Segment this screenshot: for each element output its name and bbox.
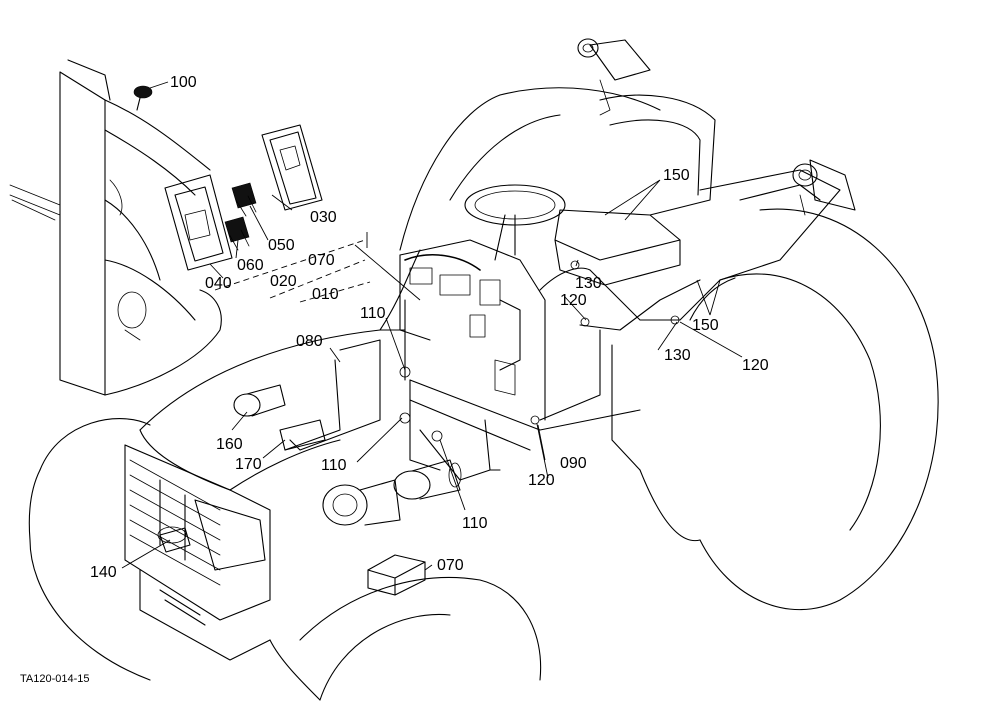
rear-fender-right (699, 169, 841, 281)
clamp-110-a (399, 366, 411, 378)
figure-code: TA120-014-15 (20, 673, 90, 685)
front-grille (124, 444, 271, 661)
fuse-060 (224, 216, 250, 251)
callout-090: 090 (560, 455, 587, 472)
horn-170 (279, 419, 326, 451)
callout-150-b: 150 (692, 317, 719, 334)
callout-130-b: 130 (664, 347, 691, 364)
callout-110-a: 110 (360, 305, 386, 322)
clamp-120-b (580, 317, 590, 327)
clamp-110-b (399, 412, 411, 424)
steering-wheel (464, 184, 566, 261)
seat (554, 94, 716, 286)
clamp-110-c (431, 430, 443, 442)
leader-lines (121, 81, 743, 571)
callout-070-b: 070 (437, 557, 464, 574)
relay-160 (233, 384, 286, 417)
callout-060: 060 (237, 257, 264, 274)
fuse-box-cover (261, 124, 323, 211)
bolt-100 (133, 85, 153, 111)
callout-110-b: 110 (321, 457, 347, 474)
callout-080: 080 (296, 333, 323, 350)
alternator (322, 479, 401, 526)
clamp-120-c (530, 415, 540, 425)
fuse-box-base (164, 174, 233, 271)
callout-100: 100 (170, 74, 197, 91)
rear-wheel (611, 208, 939, 611)
callout-110-c: 110 (462, 515, 488, 532)
callout-140: 140 (90, 564, 117, 581)
callout-010: 010 (312, 286, 339, 303)
clamp-130-a (570, 260, 580, 270)
callout-120-a: 120 (560, 292, 587, 309)
front-wheel-left (28, 418, 151, 681)
starter-motor (393, 459, 462, 500)
battery-070 (367, 554, 426, 596)
rear-light-right (792, 159, 856, 216)
front-wheel-right (269, 577, 542, 701)
instrument-panel (399, 239, 546, 421)
callout-130-a: 130 (575, 275, 602, 292)
connector-140 (159, 527, 191, 553)
clamp-130-b (670, 315, 680, 325)
callout-020: 020 (270, 273, 297, 290)
callouts: 100 030 050 060 040 070 020 010 110 080 … (90, 74, 769, 581)
rear-fender-left (399, 87, 661, 251)
fuse-050 (231, 182, 257, 217)
callout-050: 050 (268, 237, 295, 254)
callout-040: 040 (205, 275, 232, 292)
callout-150-a: 150 (663, 167, 690, 184)
callout-120-c: 120 (528, 472, 555, 489)
callout-170: 170 (235, 456, 262, 473)
callout-070-a: 070 (308, 252, 335, 269)
callout-160: 160 (216, 436, 243, 453)
callout-120-b: 120 (742, 357, 769, 374)
main-wiring-harness (284, 267, 721, 481)
callout-030: 030 (310, 209, 337, 226)
rear-light-left (577, 38, 651, 116)
cab-pillar (9, 59, 222, 396)
